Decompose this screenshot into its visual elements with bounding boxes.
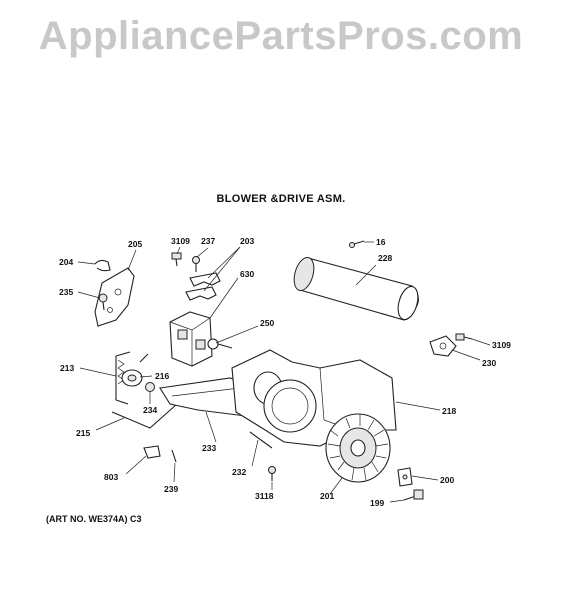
callout-3118: 3118 [255, 491, 274, 501]
callout-205: 205 [128, 239, 142, 249]
part-803-harness-clip[interactable] [143, 445, 161, 459]
callout-204: 204 [59, 257, 73, 267]
part-215-idler-arm[interactable] [111, 395, 187, 429]
part-228-duct-cylinder[interactable] [291, 255, 422, 322]
part-234-nut[interactable] [145, 382, 155, 392]
callout-239: 239 [164, 484, 178, 494]
callout-230: 230 [482, 358, 496, 368]
part-235-screw[interactable] [98, 293, 108, 311]
part-3118-screw[interactable] [268, 466, 276, 482]
callout-203: 203 [240, 236, 254, 246]
part-3109-screw-top[interactable] [171, 252, 182, 267]
part-205-bracket[interactable] [94, 267, 135, 327]
callout-16: 16 [376, 237, 386, 247]
part-239-pin[interactable] [171, 449, 177, 463]
callout-234: 234 [143, 405, 157, 415]
callout-199: 199 [370, 498, 384, 508]
callout-216: 216 [155, 371, 169, 381]
callout-228: 228 [378, 253, 392, 263]
watermark-logo: AppliancePartsPros.com [38, 14, 524, 58]
part-230-bracket[interactable] [429, 335, 457, 357]
callout-233: 233 [202, 443, 216, 453]
callout-3109-right: 3109 [492, 340, 511, 350]
part-199-bolt[interactable] [403, 489, 424, 501]
callout-3109-top: 3109 [171, 236, 190, 246]
callout-215: 215 [76, 428, 90, 438]
callout-803: 803 [104, 472, 118, 482]
callout-630: 630 [240, 269, 254, 279]
art-number-note: (ART NO. WE374A) C3 [46, 514, 142, 524]
part-232-rod[interactable] [249, 431, 273, 449]
callout-250: 250 [260, 318, 274, 328]
callout-237: 237 [201, 236, 215, 246]
callout-232: 232 [232, 467, 246, 477]
part-237-screw[interactable] [192, 256, 200, 273]
part-3109-screw-right[interactable] [455, 333, 473, 341]
part-250-motor[interactable] [169, 311, 233, 367]
part-216-idler-pulley[interactable] [121, 353, 149, 387]
callout-201: 201 [320, 491, 334, 501]
callout-200: 200 [440, 475, 454, 485]
callout-218: 218 [442, 406, 456, 416]
diagram-title: BLOWER &DRIVE ASM. [216, 193, 346, 205]
part-201-blower-wheel[interactable] [325, 413, 391, 483]
part-203-clamp[interactable] [185, 272, 221, 301]
part-16-pin[interactable] [349, 240, 365, 248]
callout-213: 213 [60, 363, 74, 373]
leader-lines [77, 241, 491, 503]
callout-235: 235 [59, 287, 73, 297]
part-200-clip[interactable] [397, 467, 413, 487]
part-204-clip[interactable] [94, 259, 111, 272]
